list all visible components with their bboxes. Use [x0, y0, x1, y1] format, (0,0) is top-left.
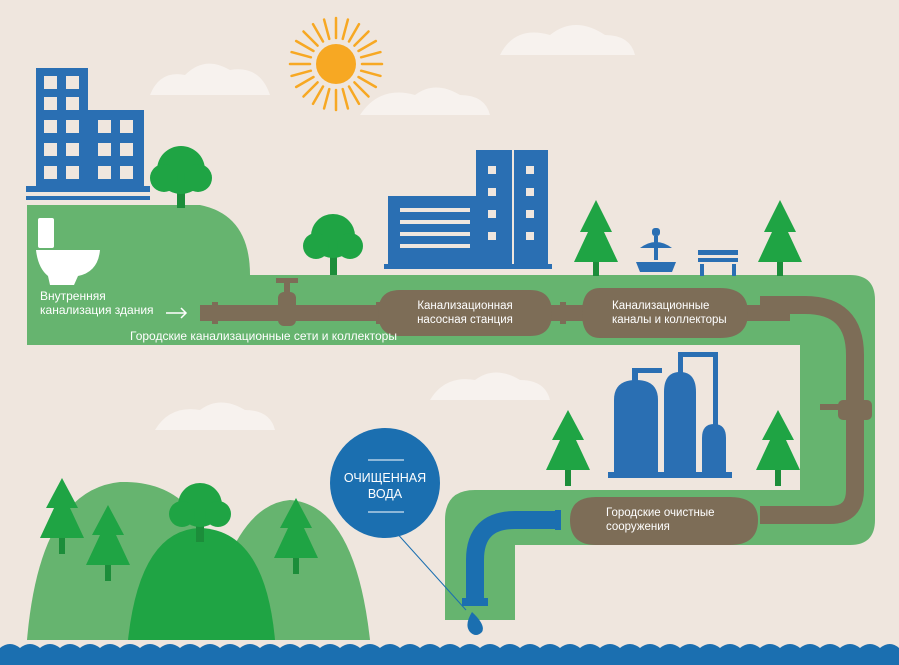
bench-icon	[698, 250, 738, 276]
sun-icon	[288, 16, 384, 112]
pine-tree-icon	[546, 410, 590, 486]
outlet-flange	[555, 510, 561, 530]
sun-ray	[322, 87, 331, 110]
pine-tree-icon	[274, 498, 318, 574]
sun-ray	[322, 18, 331, 41]
sewer-channels-label-1: Канализационные	[612, 300, 709, 312]
sun-ray	[353, 81, 370, 98]
sun-ray	[357, 39, 378, 53]
tree-icon	[150, 146, 212, 208]
internal-sewer-label-2: канализация здания	[40, 303, 154, 317]
outlet-mouth	[462, 598, 488, 606]
pine-tree-icon	[756, 410, 800, 486]
tree-icon	[169, 483, 231, 542]
sun-ray	[359, 69, 382, 78]
sun-ray	[353, 30, 370, 47]
city-networks-label: Городские канализационные сети и коллект…	[130, 329, 397, 343]
sewer-channels-label-2: каналы и коллекторы	[612, 314, 727, 326]
water-drop-icon	[467, 612, 483, 635]
sun-ray	[311, 22, 325, 43]
sun-ray	[341, 87, 350, 110]
sun-ray	[302, 30, 319, 47]
sun-ray	[357, 75, 378, 89]
pine-tree-icon	[40, 478, 84, 554]
valve-icon	[820, 400, 872, 420]
sun-ray	[347, 22, 361, 43]
water-waves	[0, 644, 899, 665]
purified-water-callout: ОЧИЩЕННАЯ ВОДА	[330, 428, 440, 538]
tree-icon	[303, 214, 363, 275]
blue-outlet-pipe	[466, 511, 560, 600]
sun-ray	[290, 69, 313, 78]
bottom-hills	[27, 481, 370, 640]
fountain-icon	[636, 228, 676, 272]
treatment-label-1: Городские очистные	[606, 507, 715, 519]
clouds	[150, 25, 635, 430]
sewer-channels-capsule	[582, 288, 748, 338]
purified-water-label-1: ОЧИЩЕННАЯ	[344, 471, 426, 485]
sun-ray	[311, 85, 325, 106]
toilet-icon	[36, 218, 100, 285]
sun-ray	[341, 18, 350, 41]
pine-tree-icon	[758, 200, 802, 276]
pump-station-label-2: насосная станция	[417, 314, 513, 326]
pump-station-windows	[400, 166, 534, 248]
valve-icon	[276, 278, 298, 326]
right-bend-pipe	[760, 296, 864, 524]
building-windows	[44, 76, 133, 179]
pump-station-label-1: Канализационная	[417, 300, 512, 312]
flow-arrow-icon	[166, 307, 188, 319]
internal-sewer-label-1: Внутренняя	[40, 289, 106, 303]
purified-water-label-2: ВОДА	[368, 487, 403, 501]
sun-ray	[359, 50, 382, 59]
pump-station-capsule	[378, 290, 552, 336]
sun-ray	[302, 81, 319, 98]
pine-tree-icon	[574, 200, 618, 276]
factory-icon	[608, 352, 732, 478]
sun-ray	[294, 39, 315, 53]
sun-ray	[347, 85, 361, 106]
pine-tree-icon	[86, 505, 130, 581]
sun-ray	[294, 75, 315, 89]
treatment-label-2: сооружения	[606, 521, 670, 533]
sun-ray	[290, 50, 313, 59]
treatment-capsule	[570, 497, 758, 545]
